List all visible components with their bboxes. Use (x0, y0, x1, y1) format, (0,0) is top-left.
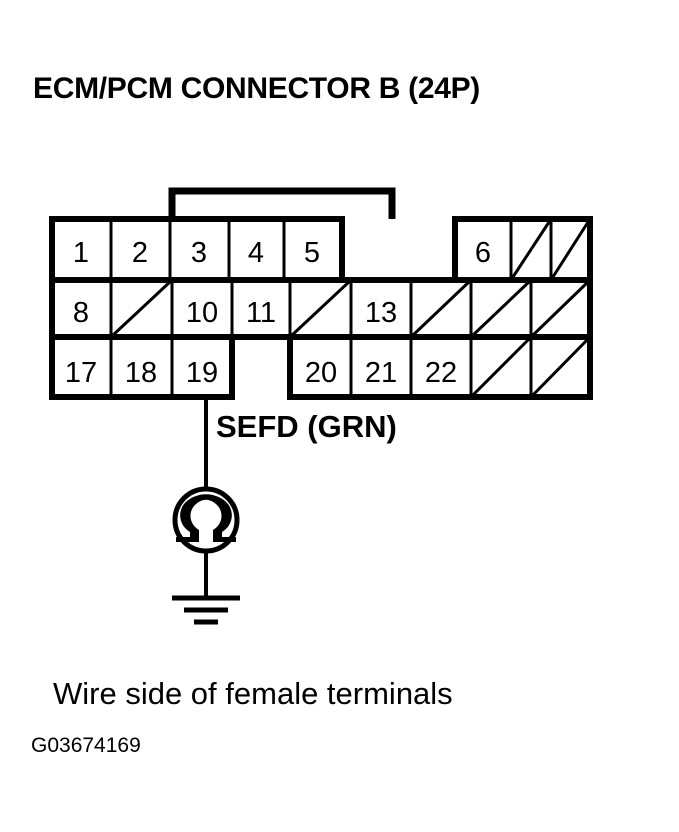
blank-cell-diagonal (529, 278, 592, 339)
pin-cell-18: 18 (125, 357, 157, 389)
blank-cell-diagonal (509, 218, 553, 281)
wire-circuit-label: SEFD (GRN) (216, 409, 397, 444)
connector-locking-tab (168, 187, 396, 219)
connector-row-3: 17 18 19 20 21 22 (49, 334, 593, 400)
pin-cell-6: 6 (475, 237, 491, 269)
pin-cell-19: 19 (186, 357, 218, 389)
figure-id: G03674169 (31, 734, 141, 757)
pin-cell-20: 20 (305, 357, 337, 389)
row-3-right-block (287, 334, 593, 400)
ground-symbol (172, 595, 240, 625)
pin-cell-2: 2 (132, 237, 148, 269)
blank-cell-diagonal (409, 278, 473, 339)
blank-cell-diagonal (469, 278, 533, 339)
pin-cell-22: 22 (425, 357, 457, 389)
connector-row-1: 1 2 3 4 5 6 (49, 216, 593, 283)
pin-cell-21: 21 (365, 357, 397, 389)
pin-cell-13: 13 (365, 297, 397, 329)
page-title: ECM/PCM CONNECTOR B (24P) (33, 72, 480, 105)
pin-cell-1: 1 (73, 237, 89, 269)
pin-cell-4: 4 (248, 237, 264, 269)
blank-cell-diagonal (288, 278, 353, 339)
blank-cell-diagonal (529, 335, 592, 399)
pin-cell-11: 11 (246, 297, 276, 329)
connector-row-2: 8 10 11 13 (49, 277, 593, 340)
pin-cell-3: 3 (191, 237, 207, 269)
pin-cell-8: 8 (73, 297, 89, 329)
pin-cell-17: 17 (65, 357, 97, 389)
blank-cell-diagonal (549, 218, 592, 281)
blank-cell-diagonal (469, 335, 533, 399)
blank-cell-diagonal (109, 278, 174, 339)
ohmmeter-symbol (172, 486, 240, 598)
pin-cell-10: 10 (186, 297, 218, 329)
row-3-left-block (49, 334, 235, 400)
pin-cell-5: 5 (304, 237, 320, 269)
figure-caption: Wire side of female terminals (53, 676, 453, 711)
